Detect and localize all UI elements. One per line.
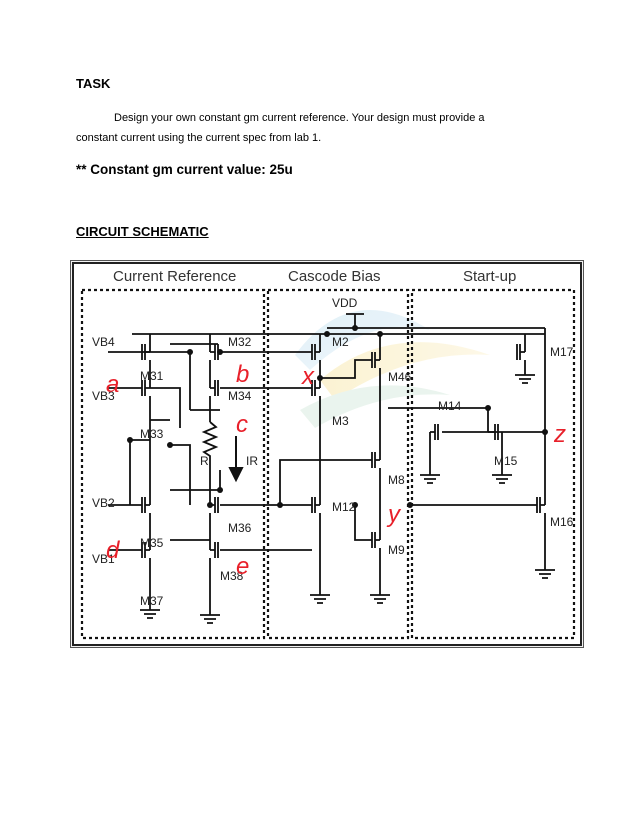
label-m8: M8 bbox=[388, 473, 405, 487]
task-line-1: Design your own constant gm current refe… bbox=[114, 112, 485, 124]
label-m15: M15 bbox=[494, 454, 518, 468]
annotation-c: c bbox=[236, 411, 248, 438]
section-cascode-bias: Cascode Bias bbox=[288, 268, 381, 285]
label-m16: M16 bbox=[550, 515, 574, 529]
label-m3: M3 bbox=[332, 414, 349, 428]
annotation-y: y bbox=[386, 501, 402, 528]
section-startup: Start-up bbox=[463, 268, 516, 285]
label-m17: M17 bbox=[550, 345, 574, 359]
annotation-e: e bbox=[236, 553, 249, 580]
task-heading: TASK bbox=[76, 76, 111, 91]
label-vb1: VB1 bbox=[92, 552, 115, 566]
watermark bbox=[295, 310, 490, 428]
annotation-x: x bbox=[301, 363, 315, 390]
label-m38: M38 bbox=[220, 569, 244, 583]
annotation-b: b bbox=[236, 361, 249, 388]
label-m31: M31 bbox=[140, 369, 164, 383]
label-m9: M9 bbox=[388, 543, 405, 557]
current-reference-box bbox=[80, 288, 266, 640]
label-vb2: VB2 bbox=[92, 496, 115, 510]
task-description: Design your own constant gm current refe… bbox=[76, 108, 556, 148]
section-current-reference: Current Reference bbox=[113, 268, 236, 285]
label-vb4: VB4 bbox=[92, 335, 115, 349]
task-line-2: constant current using the current spec … bbox=[76, 132, 322, 144]
label-m34: M34 bbox=[228, 389, 252, 403]
label-m2: M2 bbox=[332, 335, 349, 349]
label-m33: M33 bbox=[140, 427, 164, 441]
cascode-bias-box bbox=[266, 288, 410, 640]
label-vb3: VB3 bbox=[92, 389, 115, 403]
gm-current-value: ** Constant gm current value: 25u bbox=[76, 162, 293, 177]
label-m14: M14 bbox=[438, 399, 462, 413]
label-m32: M32 bbox=[228, 335, 252, 349]
label-ir: IR bbox=[246, 454, 258, 468]
label-r: R bbox=[200, 454, 209, 468]
circuit-schematic-figure: Current Reference Cascode Bias Start-up bbox=[70, 260, 584, 648]
annotation-z: z bbox=[553, 421, 566, 448]
annotation-a: a bbox=[106, 371, 119, 398]
schematic-heading: CIRCUIT SCHEMATIC bbox=[76, 224, 209, 239]
label-vdd: VDD bbox=[332, 296, 358, 310]
startup-box bbox=[410, 288, 576, 640]
label-m46: M46 bbox=[388, 370, 412, 384]
label-m35: M35 bbox=[140, 536, 164, 550]
label-m12: M12 bbox=[332, 500, 356, 514]
label-m36: M36 bbox=[228, 521, 252, 535]
annotation-d: d bbox=[106, 537, 120, 564]
label-m37: M37 bbox=[140, 594, 164, 608]
circuit-schematic: Current Reference Cascode Bias Start-up bbox=[70, 260, 584, 648]
